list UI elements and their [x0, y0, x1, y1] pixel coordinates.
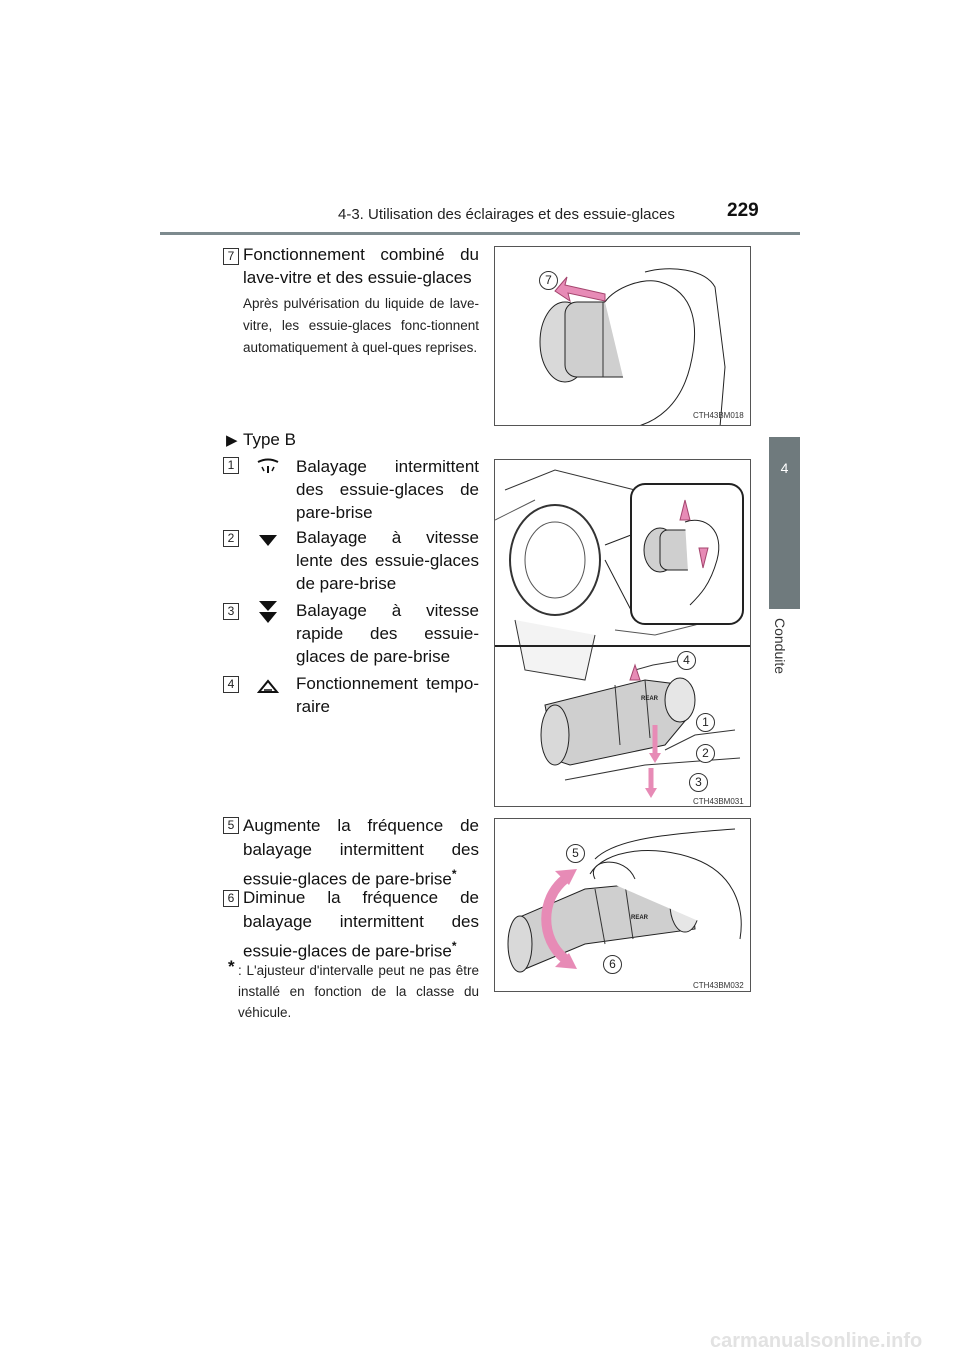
- item-5-text-content: Augmente la fréquence de balayage interm…: [243, 816, 479, 889]
- triangle-down-icon: [259, 535, 277, 546]
- item-7-heading: Fonctionnement combiné du lave-vitre et …: [243, 245, 479, 287]
- chapter-label: Conduite: [772, 618, 788, 675]
- lever-rear-label: REAR: [631, 915, 649, 921]
- item-number-7: 7: [223, 248, 239, 265]
- figure-interval-adjuster: 5 6 REAR CTH43BM032: [494, 818, 751, 992]
- chapter-tab: [769, 437, 800, 609]
- watermark: carmanualsonline.info: [710, 1330, 923, 1352]
- figure-caption: CTH43BM018: [693, 411, 744, 420]
- lever-rear-label: REAR: [641, 696, 659, 702]
- footnote-text: : L'ajusteur d'intervalle peut ne pas êt…: [238, 963, 479, 1020]
- type-b-marker-icon: ▶: [226, 432, 238, 449]
- header-divider: [160, 232, 800, 235]
- type-b-label: Type B: [243, 430, 296, 449]
- wiper-lever-type-b-illustration: [495, 469, 750, 798]
- figure-caption: CTH43BM031: [693, 797, 744, 806]
- item-3-text: Balayage à vitesse rapide des essuie-gla…: [296, 601, 479, 666]
- figure-type-b-wiper-lever: 4 1 2 3 REAR CTH43BM031: [494, 459, 751, 807]
- item-7-description: Après pulvérisation du liquide de lave-v…: [243, 296, 479, 355]
- figure-callout-7: 7: [539, 271, 558, 290]
- figure-callout-2: 2: [696, 744, 715, 763]
- figure-callout-3: 3: [689, 773, 708, 792]
- item-number-6: 6: [223, 890, 239, 907]
- double-triangle-down-icon: [259, 601, 277, 623]
- triangle-up-outline-icon: [256, 679, 280, 693]
- figure-caption: CTH43BM032: [693, 981, 744, 990]
- item-4-text: Fonctionnement tempo-raire: [296, 674, 479, 716]
- item-number-5: 5: [223, 817, 239, 834]
- figure-callout-1: 1: [696, 713, 715, 732]
- chapter-number: 4: [780, 460, 789, 476]
- figure-wiper-lever-pull: 7 CTH43BM018: [494, 246, 751, 426]
- item-number-4: 4: [223, 676, 239, 693]
- item-5-asterisk: *: [451, 867, 457, 881]
- page-number: 229: [727, 200, 759, 221]
- figure-callout-6: 6: [603, 955, 622, 974]
- figure-callout-5: 5: [566, 844, 585, 863]
- intermittent-wiper-icon: [257, 458, 279, 473]
- item-1-text: Balayage intermittent des essuie-glaces …: [296, 457, 479, 522]
- item-6-text-content: Diminue la fréquence de balayage intermi…: [243, 888, 479, 961]
- wiper-lever-pull-illustration: [539, 268, 726, 425]
- interval-adjuster-illustration: [507, 828, 742, 973]
- figure-callout-4: 4: [677, 651, 696, 670]
- item-6-asterisk: *: [451, 939, 457, 953]
- item-2-text: Balayage à vitesse lente des essuie-glac…: [296, 528, 479, 593]
- item-5-text: Augmente la fréquence de balayage interm…: [243, 814, 479, 892]
- section-title: 4-3. Utilisation des éclairages et des e…: [338, 206, 675, 223]
- item-number-3: 3: [223, 603, 239, 620]
- item-number-2: 2: [223, 530, 239, 547]
- item-number-1: 1: [223, 457, 239, 474]
- footnote-marker: *: [228, 957, 235, 976]
- item-6-text: Diminue la fréquence de balayage intermi…: [243, 886, 479, 964]
